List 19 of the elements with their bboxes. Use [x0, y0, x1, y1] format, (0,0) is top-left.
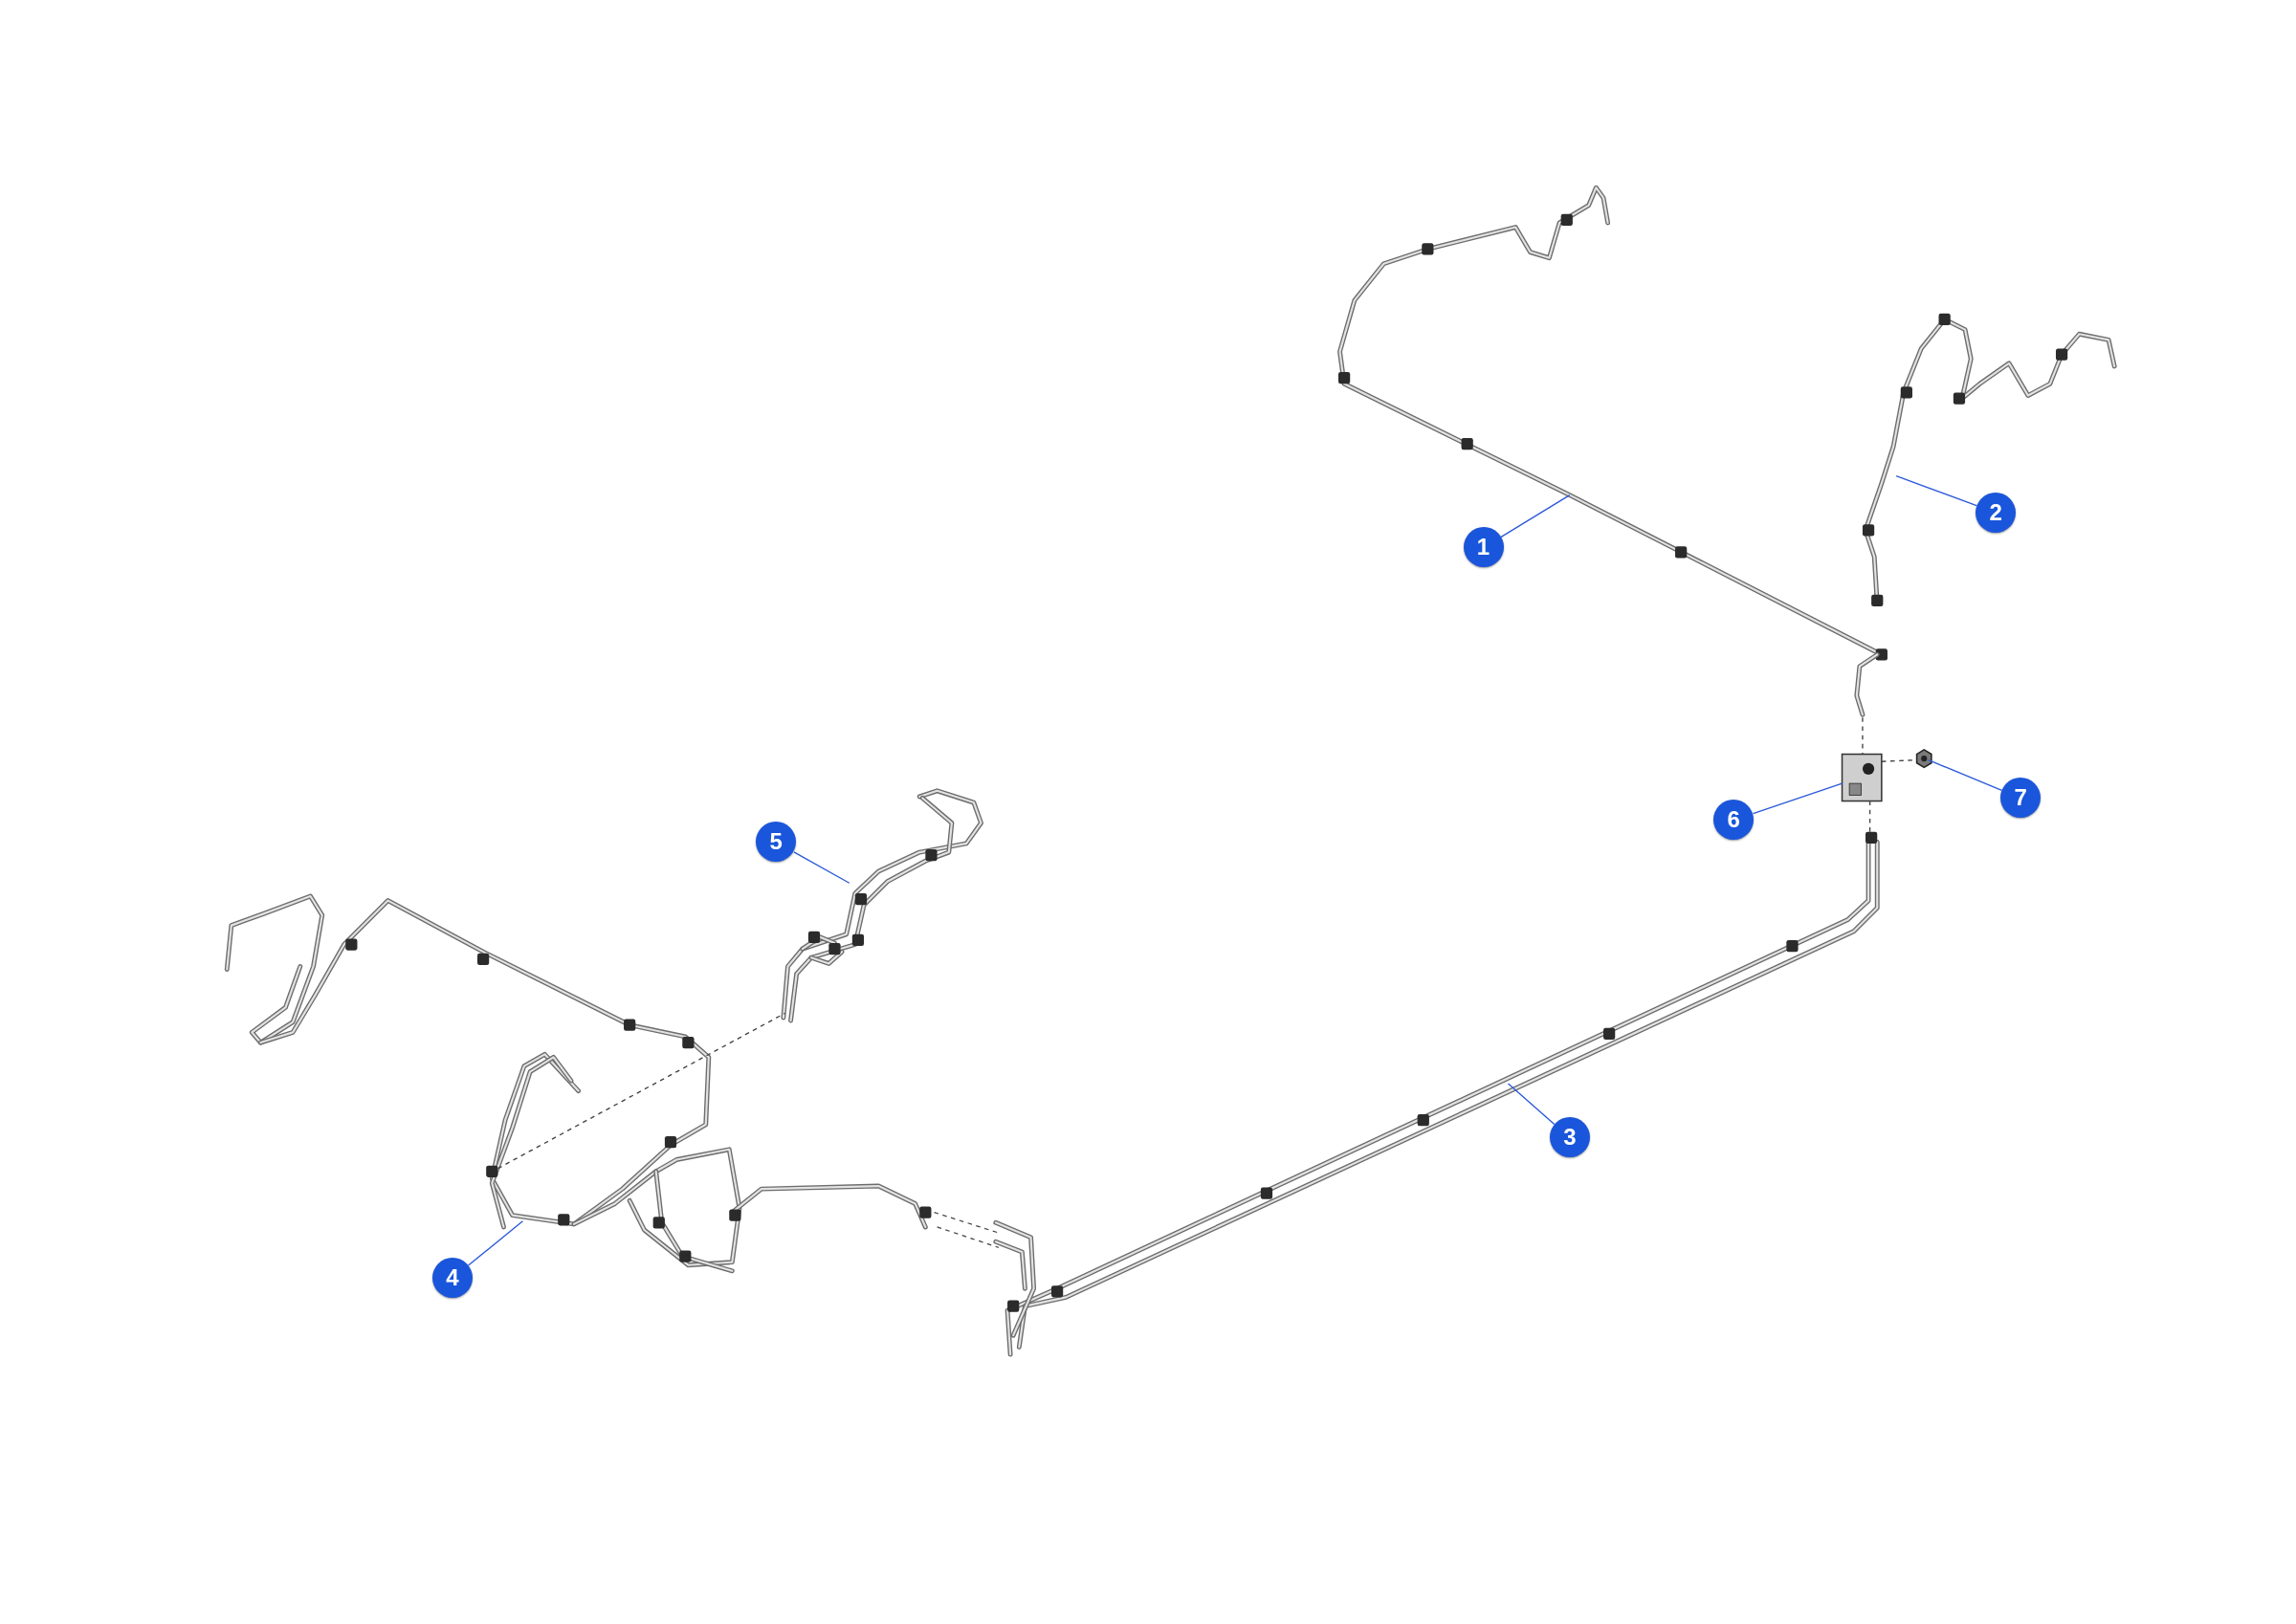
- brake-pipe-drawing: [224, 893, 1037, 1338]
- leader-line: [1507, 1083, 1556, 1126]
- leader-line: [1928, 758, 2003, 791]
- leader-line: [1752, 782, 1843, 815]
- callout-number: 7: [2000, 778, 2042, 819]
- nut-drawing: [1915, 749, 1932, 769]
- callout-number: 5: [756, 822, 797, 863]
- leader-line: [467, 1220, 524, 1266]
- dashed-assembly-line: [497, 1012, 786, 1170]
- brake-pipe-drawing: [1004, 831, 1880, 1357]
- leader-line: [793, 851, 850, 884]
- brake-pipe-drawing: [1337, 185, 1888, 661]
- dashed-assembly-line: [1862, 716, 1864, 756]
- brake-pipe-drawing: [1854, 313, 2117, 717]
- leader-line: [1895, 475, 1977, 507]
- callout-number: 6: [1713, 800, 1755, 841]
- valve-block-drawing: [1841, 753, 1883, 802]
- brake-pipe-drawing: [781, 788, 983, 1023]
- leader-line: [1500, 494, 1571, 538]
